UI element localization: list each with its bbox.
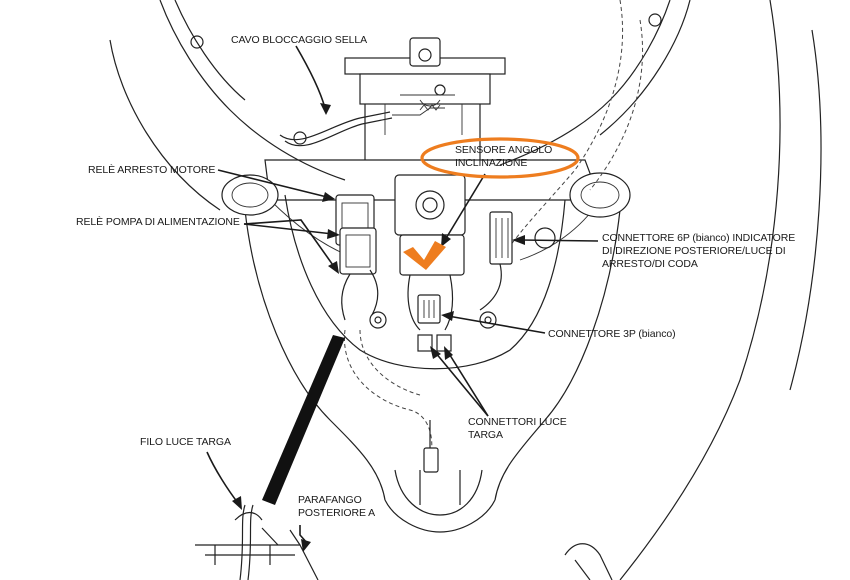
label-fuel-pump-relay: RELÈ POMPA DI ALIMENTAZIONE — [76, 216, 240, 228]
label-bank-angle-sensor-line1: SENSORE ANGOLO — [455, 144, 553, 156]
rear-fender-a-part — [195, 527, 319, 580]
label-engine-stop-relay: RELÈ ARRESTO MOTORE — [88, 164, 216, 176]
license-light-wire-part — [234, 420, 439, 580]
lower-right-fragment — [564, 543, 613, 580]
label-connector-6p: CONNETTORE 6P (bianco) INDICATORE DI DIR… — [602, 232, 795, 271]
seat-latch-bracket — [344, 37, 506, 160]
label-license-light-wire: FILO LUCE TARGA — [140, 436, 231, 448]
label-rear-fender-a-line2: POSTERIORE A — [298, 507, 375, 519]
wire-harness-dashed — [343, 0, 643, 461]
label-connector-6p-line2: DI DIREZIONE POSTERIORE/LUCE DI — [602, 245, 786, 257]
connector-6p-part — [479, 211, 556, 311]
label-connector-3p: CONNETTORE 3P (bianco) — [548, 328, 676, 340]
label-connector-6p-line3: ARRESTO/DI CODA — [602, 258, 698, 270]
label-license-light-connectors: CONNETTORI LUCE TARGA — [468, 416, 567, 442]
label-seat-lock-cable: CAVO BLOCCAGGIO SELLA — [231, 34, 367, 46]
label-bank-angle-sensor: SENSORE ANGOLO INCLINAZIONE — [455, 144, 552, 170]
leader-lines — [206, 45, 599, 552]
label-connector-6p-line1: CONNETTORE 6P (bianco) INDICATORE — [602, 232, 796, 244]
label-rear-fender-a-line1: PARAFANGO — [298, 494, 362, 506]
detail-pointer — [262, 335, 345, 505]
label-license-light-connectors-line1: CONNETTORI LUCE — [468, 416, 567, 428]
rear-body-frame — [109, 0, 822, 580]
orange-highlight — [403, 137, 580, 270]
label-license-light-connectors-line2: TARGA — [468, 429, 503, 441]
label-rear-fender-a: PARAFANGO POSTERIORE A — [298, 494, 375, 520]
relays — [335, 194, 379, 321]
seat-lock-cable-part — [279, 104, 445, 147]
label-bank-angle-sensor-line2: INCLINAZIONE — [455, 157, 528, 169]
